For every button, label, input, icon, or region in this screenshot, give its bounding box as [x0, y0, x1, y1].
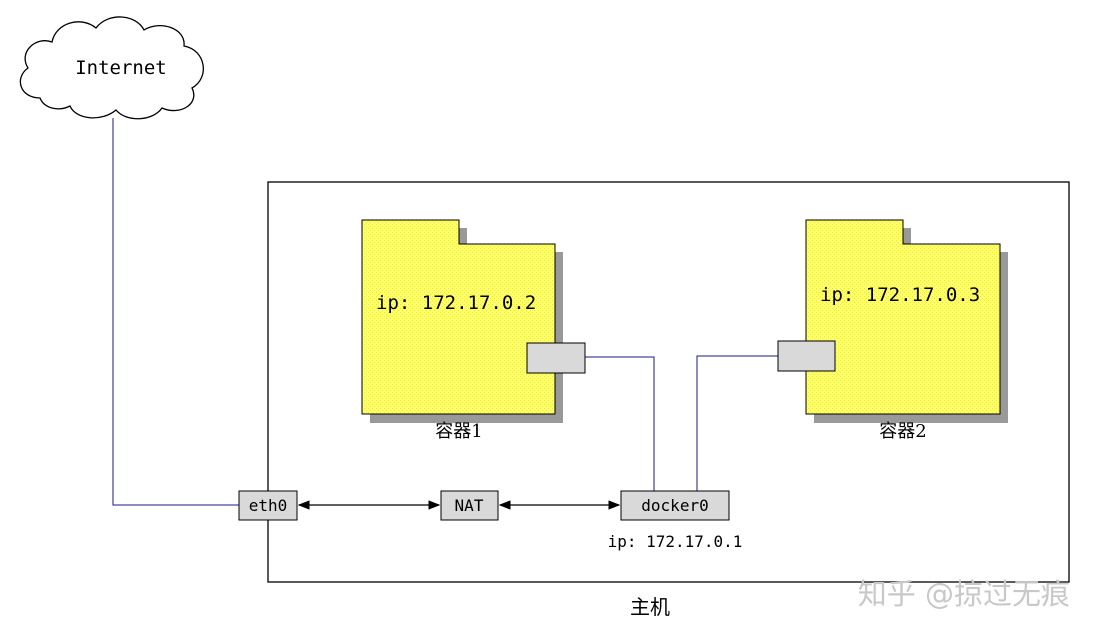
container1-to-docker0-line [585, 356, 655, 491]
container-2-label: 容器2 [879, 421, 926, 442]
internet-label: Internet [75, 57, 167, 79]
eth0-label: eth0 [249, 496, 288, 515]
container-2-port [777, 340, 836, 372]
docker0-box [620, 490, 730, 521]
nat-box [440, 490, 499, 521]
watermark: 知乎 @掠过无痕 [858, 577, 1070, 611]
container-1: ip: 172.17.0.2 容器1 [361, 219, 586, 442]
docker0-interface: docker0 ip: 172.17.0.1 [608, 490, 743, 551]
container-1-label: 容器1 [435, 421, 482, 442]
nat-interface: NAT [440, 490, 499, 521]
eth0-box [238, 490, 298, 521]
nat-label: NAT [455, 496, 484, 515]
container-2-ip: ip: 172.17.0.3 [820, 284, 980, 306]
container2-to-docker0-line [696, 355, 778, 491]
docker0-label: docker0 [641, 496, 708, 515]
connection-lines [112, 118, 778, 506]
eth0-interface: eth0 [238, 490, 298, 521]
container-2-folder-icon [805, 219, 1001, 415]
container-1-folder-icon [361, 219, 556, 415]
docker0-ip: ip: 172.17.0.1 [608, 532, 743, 551]
container-1-port [526, 342, 586, 374]
container-2: ip: 172.17.0.3 容器2 [777, 219, 1008, 442]
cloud-icon [19, 16, 204, 120]
internet-to-eth0-line [112, 118, 239, 506]
internet-cloud: Internet [19, 16, 204, 120]
host-label: 主机 [630, 595, 670, 619]
host-box [267, 181, 1070, 583]
container-1-ip: ip: 172.17.0.2 [376, 292, 536, 314]
